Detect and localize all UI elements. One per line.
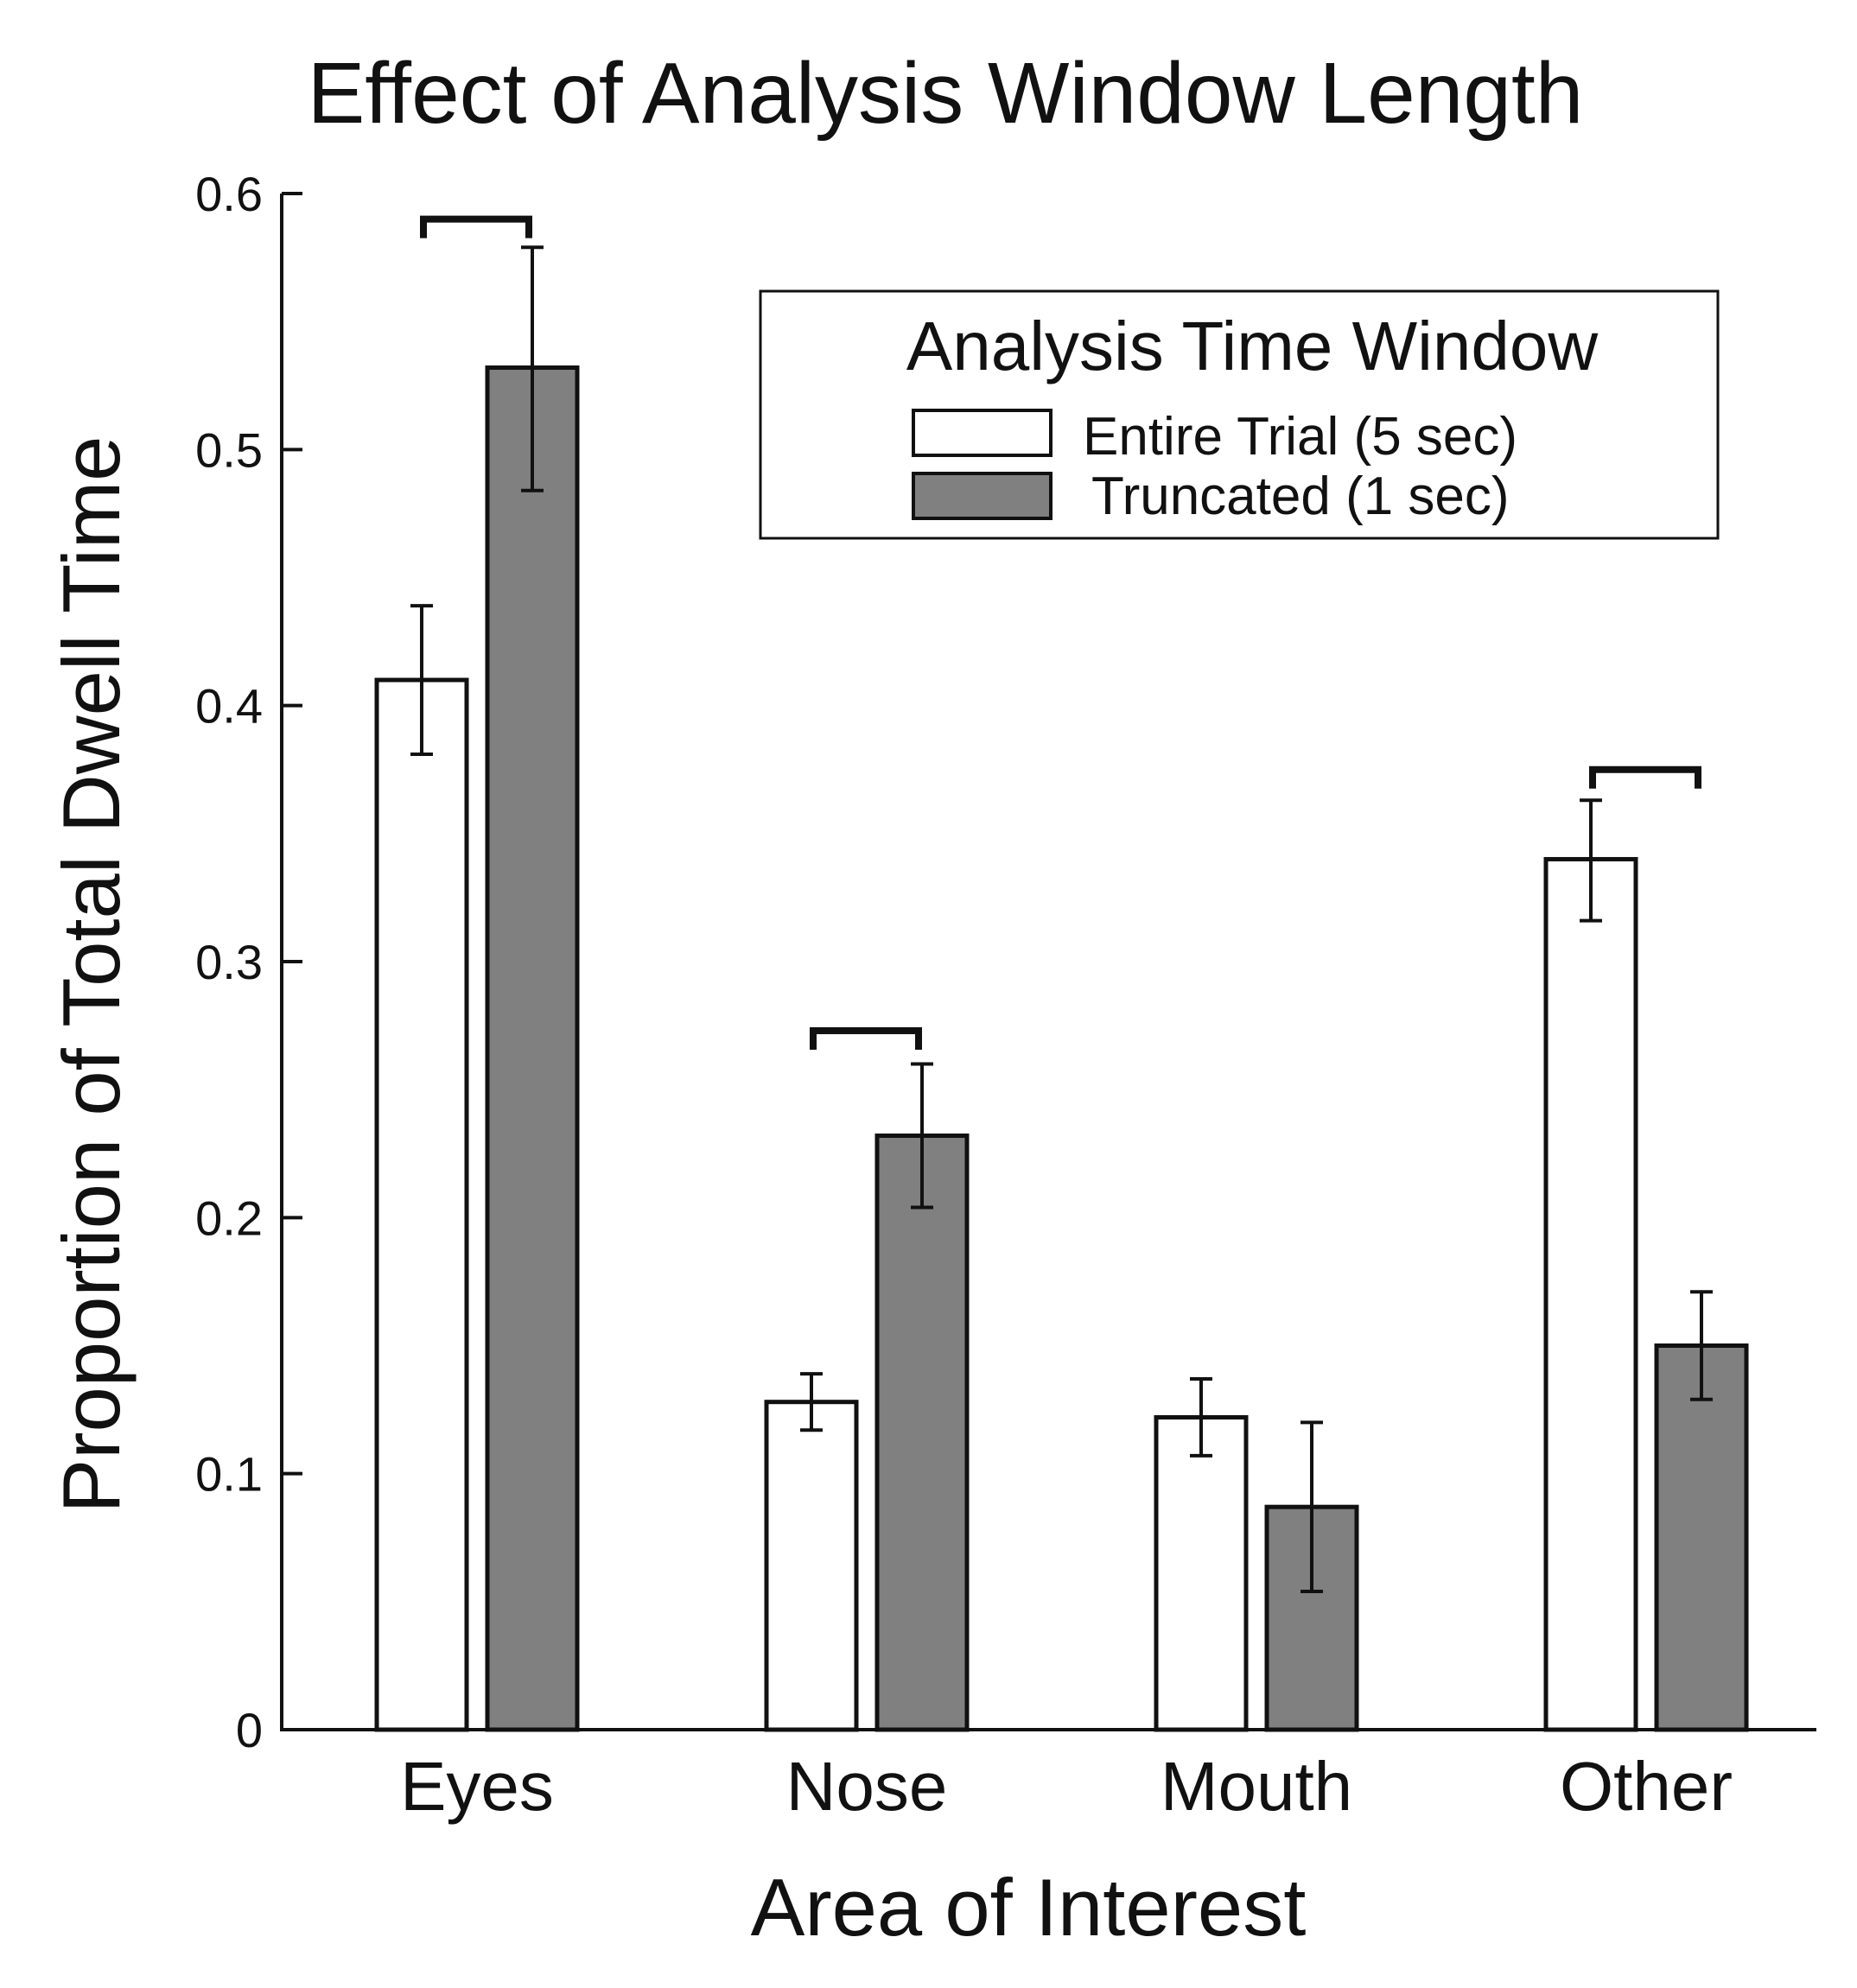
x-axis-title: Area of Interest bbox=[751, 1862, 1307, 1953]
y-axis-title: Proportion of Total Dwell Time bbox=[46, 436, 137, 1514]
y-tick-label: 0.2 bbox=[195, 1191, 263, 1245]
y-tick-label: 0.3 bbox=[195, 935, 263, 989]
bar-nose-truncated-1-sec bbox=[874, 1134, 970, 1732]
significance-bracket-eyes bbox=[420, 215, 532, 238]
bar-eyes-truncated-1-sec bbox=[485, 365, 580, 1732]
bar-other-truncated-1-sec bbox=[1654, 1343, 1749, 1732]
y-tick-label: 0.6 bbox=[195, 167, 263, 221]
x-tick-label: Mouth bbox=[1161, 1748, 1352, 1825]
significance-bracket-nose bbox=[810, 1027, 922, 1051]
significance-bracket-other bbox=[1589, 765, 1701, 789]
bar-mouth-entire-trial-5-sec bbox=[1154, 1414, 1249, 1732]
y-tick-label: 0.5 bbox=[195, 422, 263, 477]
legend-label-truncated: Truncated (1 sec) bbox=[1091, 467, 1510, 526]
bar-nose-entire-trial-5-sec bbox=[764, 1400, 859, 1732]
legend-title: Analysis Time Window bbox=[906, 308, 1598, 384]
chart-title: Effect of Analysis Window Length bbox=[308, 45, 1584, 142]
legend-swatch-truncated bbox=[912, 472, 1053, 520]
bar-other-entire-trial-5-sec bbox=[1543, 856, 1638, 1732]
y-tick-label: 0.4 bbox=[195, 679, 263, 734]
bar-eyes-entire-trial-5-sec bbox=[374, 677, 469, 1732]
legend: Analysis Time Window Entire Trial (5 sec… bbox=[759, 289, 1720, 540]
y-tick-label: 0.1 bbox=[195, 1447, 263, 1502]
y-tick-label: 0 bbox=[236, 1703, 263, 1757]
legend-swatch-entire-trial bbox=[912, 409, 1053, 457]
x-tick-label: Other bbox=[1560, 1748, 1733, 1825]
x-tick-label: Eyes bbox=[400, 1748, 554, 1825]
legend-label-entire-trial: Entire Trial (5 sec) bbox=[1083, 407, 1517, 467]
x-tick-label: Nose bbox=[786, 1748, 948, 1825]
